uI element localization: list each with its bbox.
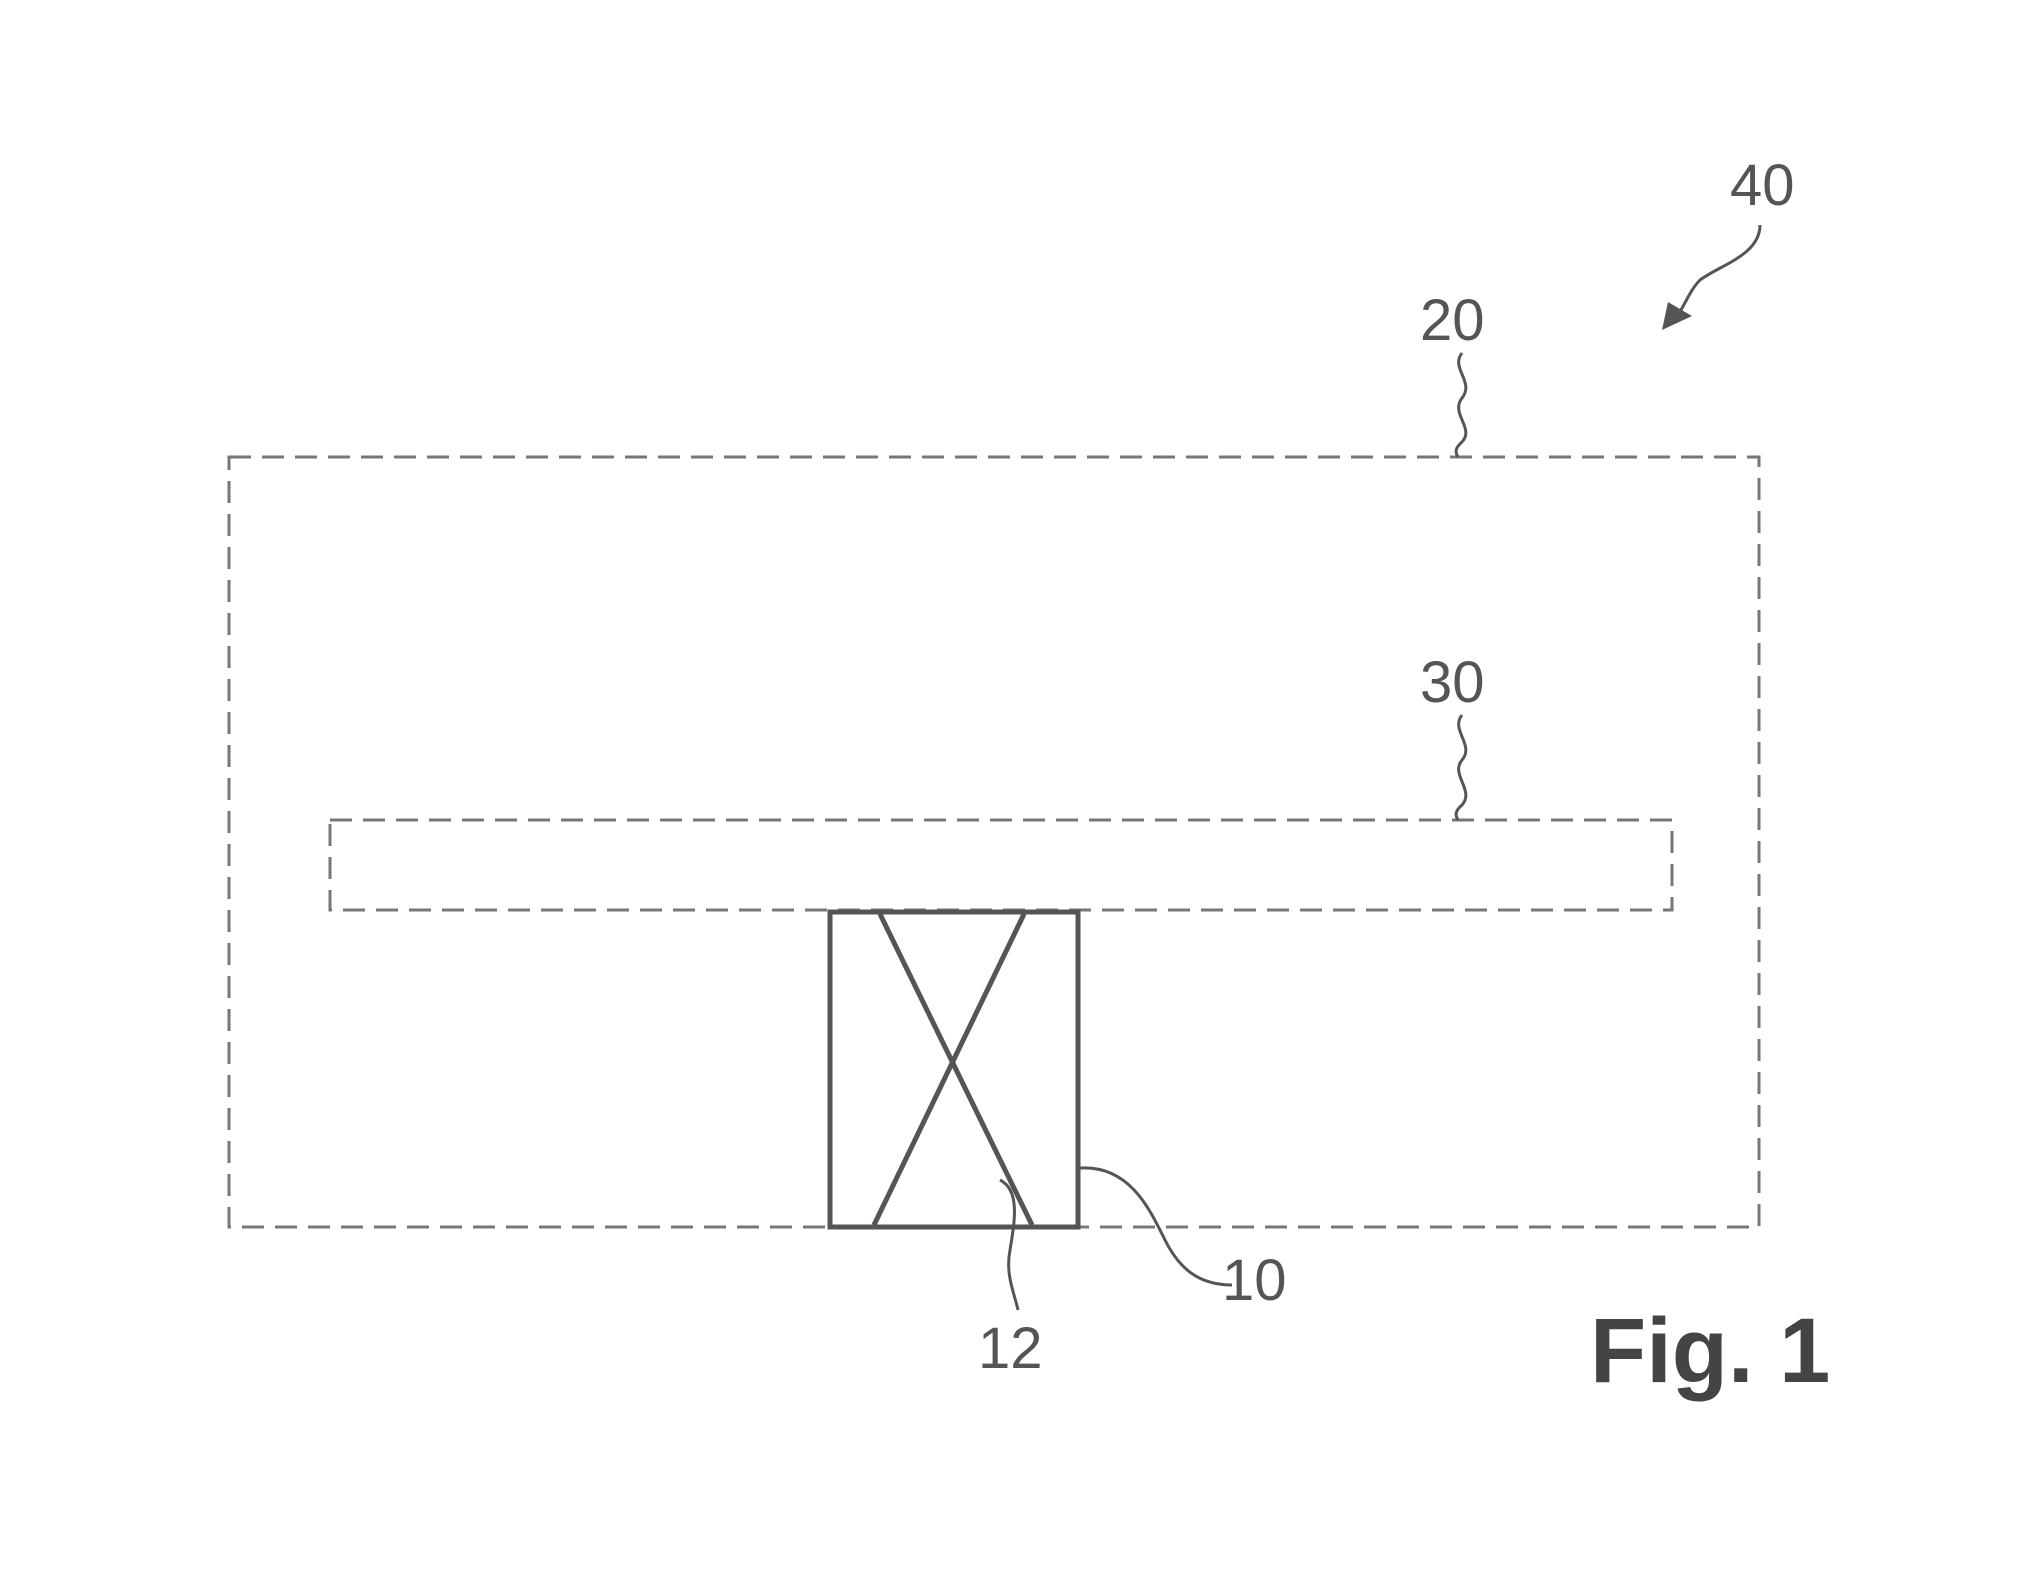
box-10 bbox=[827, 909, 1081, 1230]
label-40: 40 bbox=[1730, 153, 1795, 218]
diagonal-12 bbox=[877, 912, 1035, 1227]
leader-line-40-arrow bbox=[1674, 224, 1762, 319]
label-20: 20 bbox=[1420, 288, 1485, 353]
leader-line-12 bbox=[999, 1178, 1020, 1311]
label-30: 30 bbox=[1420, 650, 1485, 715]
arrow-head-40 bbox=[1662, 302, 1692, 330]
outer-enclosure-20 bbox=[227, 455, 1761, 1229]
box-10-outline bbox=[827, 909, 1081, 1230]
diagonal-counter bbox=[871, 912, 1027, 1227]
leader-line-20 bbox=[1454, 352, 1468, 458]
leader-line-10 bbox=[1079, 1166, 1233, 1287]
label-10: 10 bbox=[1222, 1248, 1287, 1313]
leader-line-30 bbox=[1454, 714, 1468, 821]
label-12: 12 bbox=[978, 1316, 1043, 1381]
figure-caption: Fig. 1 bbox=[1590, 1300, 1830, 1402]
inner-element-30 bbox=[328, 818, 1674, 912]
